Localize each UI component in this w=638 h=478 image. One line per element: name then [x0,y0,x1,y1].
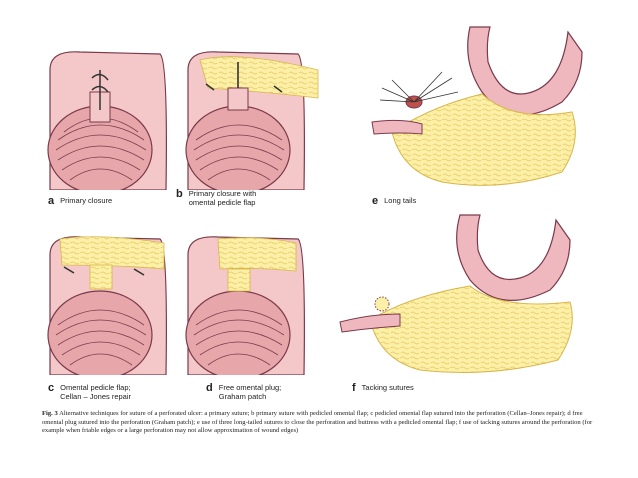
panel-letter: e [372,195,379,207]
panel-letter: d [206,382,213,394]
panel-title-line1: Long tails [384,196,417,205]
panel-a-label: a Primary closure [48,195,113,207]
panel-f-label: f Tacking sutures [352,382,414,394]
panel-letter: b [176,188,183,200]
panel-e-label: e Long tails [372,195,417,207]
panel-title-line1: Omental pedicle flap; [60,383,131,392]
panel-letter: a [48,195,55,207]
panel-c-illustration [47,236,167,375]
panel-title-line1: Tacking sutures [361,383,414,392]
panel-title-line1: Primary closure with [188,189,257,198]
panel-e-illustration [371,26,583,186]
figure-caption: Fig. 3 Alternative techniques for suture… [42,410,602,436]
panel-title-line1: Primary closure [60,196,113,205]
panel-c-label: c Omental pedicle flap;Cellan – Jones rep… [48,382,131,402]
panel-title-line2: omental pedicle flap [188,198,256,207]
panel-f-illustration [339,214,573,373]
panel-b-illustration [185,51,319,190]
panel-letter: c [48,382,55,394]
panel-title-line1: Free omental plug; [218,383,282,392]
panel-a-illustration [47,51,167,190]
panel-letter: f [352,382,356,394]
panel-title-line2: Graham patch [218,392,267,401]
caption-text: Alternative techniques for suture of a p… [42,410,593,435]
panel-d-label: d Free omental plug;Graham patch [206,382,282,402]
figure-number: Fig. 3 [42,410,58,417]
panel-title-line2: Cellan – Jones repair [60,392,131,401]
panel-d-illustration [185,236,305,375]
